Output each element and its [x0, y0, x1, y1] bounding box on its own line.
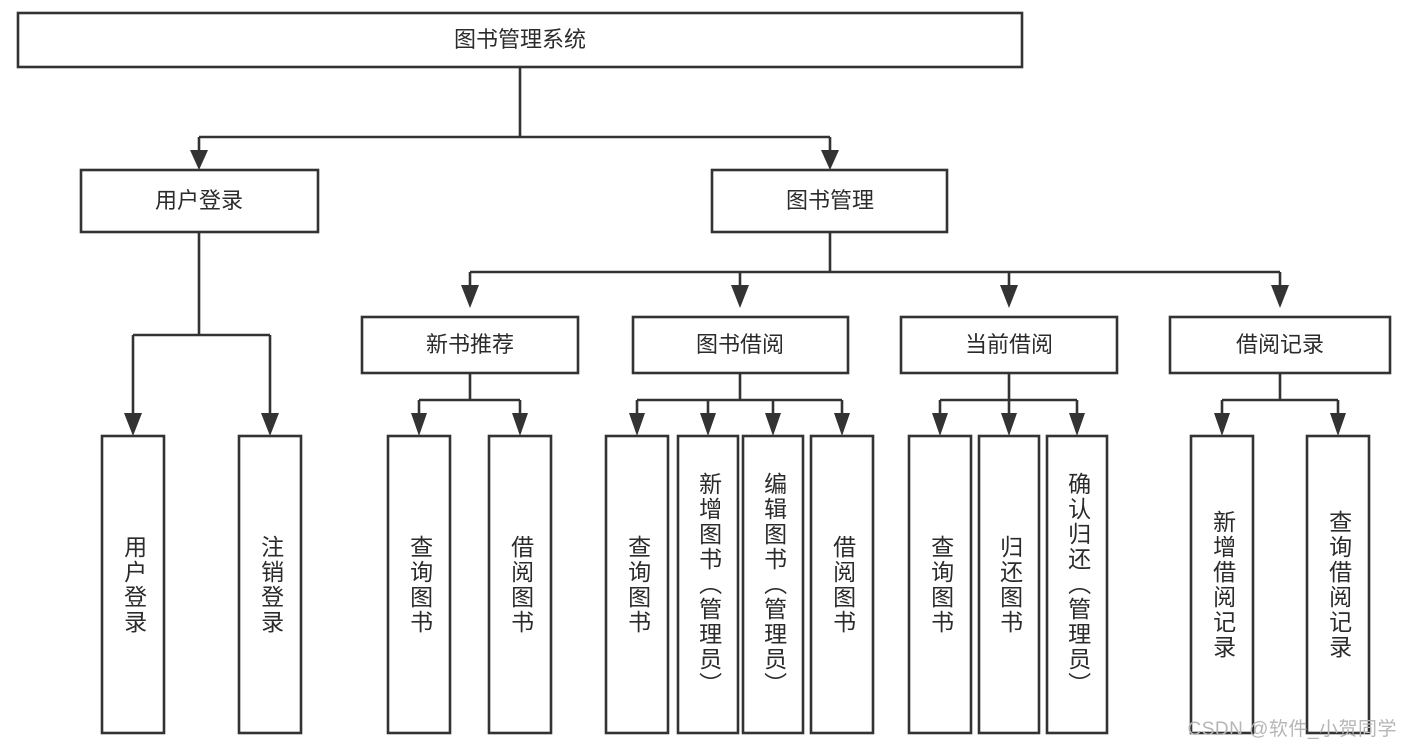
node-current-borrow-box[interactable]	[899, 315, 1119, 375]
leaf-box-user-login[interactable]	[100, 434, 166, 735]
connector-group-current-borrow	[932, 373, 1085, 436]
arrowhead-user-login	[190, 150, 208, 170]
node-user-login-label: 用户登录	[155, 188, 243, 213]
arrowhead-current-borrow	[1000, 285, 1018, 308]
arrowhead-bb-leaf4	[834, 413, 850, 436]
leaf-box-logout[interactable]	[237, 434, 303, 735]
leaf-box-cb-query-book[interactable]	[907, 434, 973, 735]
connector-group-book-manage	[461, 232, 1289, 308]
leaf-box-bb-edit-book[interactable]	[741, 434, 805, 735]
leaf-box-br-add-record[interactable]	[1189, 434, 1255, 735]
leaf-box-cb-confirm-return[interactable]	[1045, 434, 1109, 735]
node-borrow-record[interactable]: 借阅记录	[1168, 315, 1392, 375]
arrowhead-nb-leaf2	[512, 413, 528, 436]
connector-group-user-login	[124, 232, 279, 436]
arrowhead-leaf-logout	[261, 413, 279, 436]
arrowhead-book-manage	[821, 150, 839, 170]
arrowhead-new-book	[461, 285, 479, 308]
arrowhead-borrow-record	[1271, 285, 1289, 308]
arrowhead-leaf-user-login	[124, 413, 142, 436]
arrowhead-cb-leaf3	[1069, 413, 1085, 436]
leaf-box-nb-borrow-book[interactable]	[487, 434, 553, 735]
connector-group-borrow-record	[1214, 373, 1346, 436]
arrowhead-bb-leaf2	[700, 413, 716, 436]
node-user-login[interactable]: 用户登录	[79, 168, 320, 234]
node-new-book-recommend[interactable]: 新书推荐	[360, 315, 580, 375]
leaf-box-bb-query-book[interactable]	[604, 434, 670, 735]
arrowhead-bb-leaf3	[765, 413, 781, 436]
leaf-box-cb-return-book[interactable]	[977, 434, 1041, 735]
node-book-borrow-label: 图书借阅	[696, 332, 784, 357]
node-book-borrow[interactable]: 图书借阅	[631, 315, 850, 375]
arrowhead-br-leaf1	[1214, 413, 1230, 436]
connector-group-new-book	[411, 373, 528, 436]
node-root-label: 图书管理系统	[454, 27, 586, 52]
leaf-box-bb-borrow-book[interactable]	[809, 434, 875, 735]
arrowhead-nb-leaf1	[411, 413, 427, 436]
leaf-box-nb-query-book[interactable]	[386, 434, 452, 735]
arrowhead-br-leaf2	[1330, 413, 1346, 436]
node-current-borrow[interactable]: 当前借阅	[899, 315, 1119, 375]
node-book-borrow-box[interactable]	[631, 315, 850, 375]
node-new-book-recommend-box[interactable]	[360, 315, 580, 375]
arrowhead-cb-leaf2	[1001, 413, 1017, 436]
node-book-manage-label: 图书管理	[786, 188, 874, 213]
node-book-manage[interactable]: 图书管理	[710, 168, 949, 234]
node-borrow-record-box[interactable]	[1168, 315, 1392, 375]
node-root-box[interactable]	[16, 11, 1024, 69]
connector-group-book-borrow	[629, 373, 850, 436]
node-new-book-recommend-label: 新书推荐	[426, 332, 514, 357]
leaf-box-bb-add-book[interactable]	[676, 434, 740, 735]
arrowhead-cb-leaf1	[932, 413, 948, 436]
leaf-box-br-query-record[interactable]	[1305, 434, 1371, 735]
connector-group-root	[190, 67, 839, 170]
node-current-borrow-label: 当前借阅	[965, 332, 1053, 357]
node-root[interactable]: 图书管理系统	[16, 11, 1024, 69]
arrowhead-book-borrow	[731, 285, 749, 308]
node-book-manage-box[interactable]	[710, 168, 949, 234]
node-borrow-record-label: 借阅记录	[1236, 332, 1324, 357]
node-user-login-box[interactable]	[79, 168, 320, 234]
arrowhead-bb-leaf1	[629, 413, 645, 436]
